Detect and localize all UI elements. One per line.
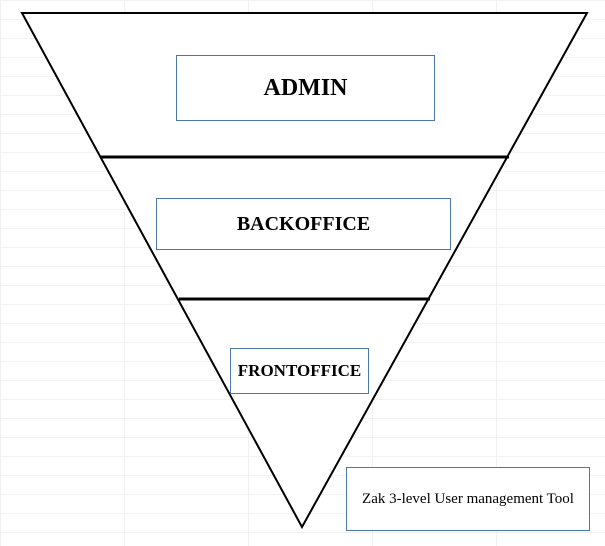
frontoffice-level-box: FRONTOFFICE (230, 348, 369, 394)
admin-level-box: ADMIN (176, 55, 435, 121)
backoffice-level-label: BACKOFFICE (236, 212, 371, 235)
caption-box: Zak 3-level User management Tool (346, 467, 590, 531)
admin-level-label: ADMIN (263, 74, 348, 101)
frontoffice-level-label: FRONTOFFICE (237, 361, 362, 380)
caption-text: Zak 3-level User management Tool (362, 490, 574, 507)
backoffice-level-box: BACKOFFICE (156, 198, 451, 250)
inverted-triangle (20, 12, 589, 530)
